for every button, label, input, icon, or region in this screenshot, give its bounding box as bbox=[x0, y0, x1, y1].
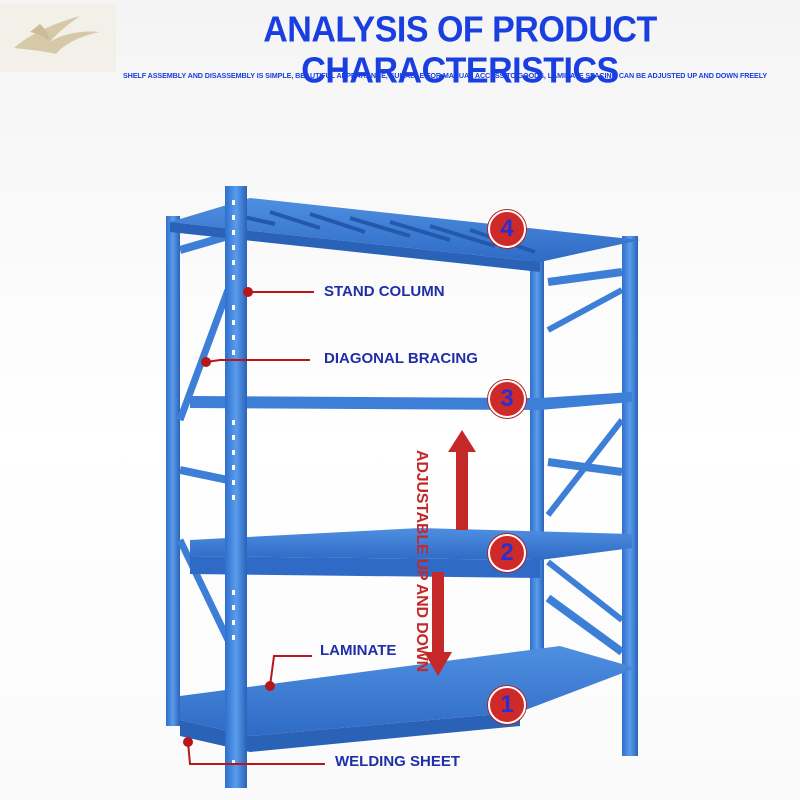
marker-shelf-3: 3 bbox=[488, 380, 526, 418]
diagonal-bracing-label: DIAGONAL BRACING bbox=[324, 350, 478, 367]
welding-sheet-label: WELDING SHEET bbox=[335, 753, 461, 770]
marker-shelf-2: 2 bbox=[488, 534, 526, 572]
marker-shelf-1: 1 bbox=[488, 686, 526, 724]
page-title: ANALYSIS OF PRODUCT CHARACTERISTICS bbox=[263, 10, 657, 91]
stand-column-label: STAND COLUMN bbox=[324, 283, 445, 300]
logo bbox=[0, 4, 116, 72]
adjustable-up-down-label: ADJUSTABLE UP AND DOWN bbox=[413, 450, 430, 672]
page-subtitle: SHELF ASSEMBLY AND DISASSEMBLY IS SIMPLE… bbox=[122, 71, 768, 80]
bird-logo-icon bbox=[14, 16, 100, 54]
marker-shelf-4: 4 bbox=[488, 210, 526, 248]
laminate-label: LAMINATE bbox=[320, 642, 397, 659]
